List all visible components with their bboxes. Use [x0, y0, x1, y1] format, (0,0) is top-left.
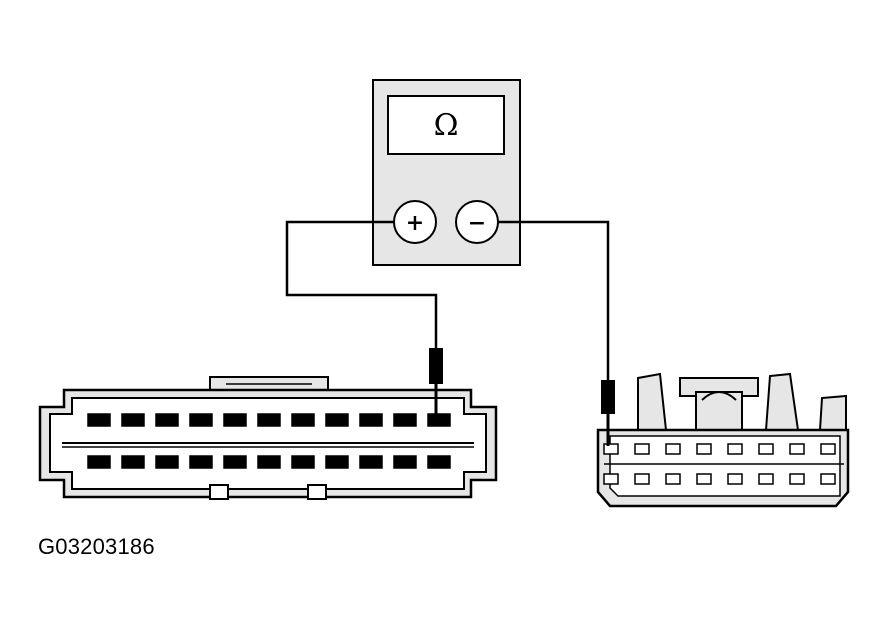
positive-terminal-label: +: [406, 210, 424, 236]
connector-pin: [820, 473, 836, 485]
positive-terminal: +: [393, 200, 437, 244]
left-connector-bottom-pins: [87, 455, 451, 469]
ohm-symbol: Ω: [434, 108, 459, 143]
connector-pin: [121, 413, 145, 427]
left-connector-top-pins: [87, 413, 451, 427]
connector-pin: [665, 473, 681, 485]
connector-pin: [665, 443, 681, 455]
connector-pin: [789, 443, 805, 455]
figure-id-label: G03203186: [38, 534, 155, 559]
connector-pin: [257, 455, 281, 469]
connector-pin: [189, 455, 213, 469]
connector-pin: [789, 473, 805, 485]
left-connector: [38, 376, 498, 500]
connector-pin: [634, 473, 650, 485]
connector-pin: [291, 413, 315, 427]
connector-pin: [155, 455, 179, 469]
connector-pin: [325, 413, 349, 427]
negative-test-lead: [498, 220, 610, 382]
right-connector: [596, 372, 850, 508]
connector-pin: [393, 413, 417, 427]
connector-pin: [758, 443, 774, 455]
negative-probe: [601, 380, 615, 446]
right-connector-top-pins: [603, 443, 836, 455]
connector-pin: [634, 443, 650, 455]
connector-pin: [223, 413, 247, 427]
connector-pin: [155, 413, 179, 427]
connector-pin: [427, 455, 451, 469]
negative-terminal: −: [455, 200, 499, 244]
connector-pin: [87, 455, 111, 469]
connector-pin: [359, 413, 383, 427]
connector-pin: [121, 455, 145, 469]
connector-pin: [727, 443, 743, 455]
connector-pin: [696, 443, 712, 455]
connector-pin: [727, 473, 743, 485]
connector-pin: [359, 455, 383, 469]
multimeter: Ω + −: [372, 79, 521, 266]
connector-pin: [257, 413, 281, 427]
connector-pin: [291, 455, 315, 469]
multimeter-display: [387, 95, 505, 155]
positive-probe: [429, 348, 443, 418]
connector-pin: [603, 443, 619, 455]
connector-pin: [325, 455, 349, 469]
connector-pin: [189, 413, 213, 427]
connector-pin: [87, 413, 111, 427]
connector-pin: [758, 473, 774, 485]
connector-pin: [696, 473, 712, 485]
connector-pin: [223, 455, 247, 469]
negative-terminal-label: −: [468, 210, 486, 236]
connector-pin: [427, 413, 451, 427]
connector-pin: [393, 455, 417, 469]
positive-test-lead: [285, 220, 438, 350]
connector-pin: [820, 443, 836, 455]
right-connector-bottom-pins: [603, 473, 836, 485]
connector-pin: [603, 473, 619, 485]
